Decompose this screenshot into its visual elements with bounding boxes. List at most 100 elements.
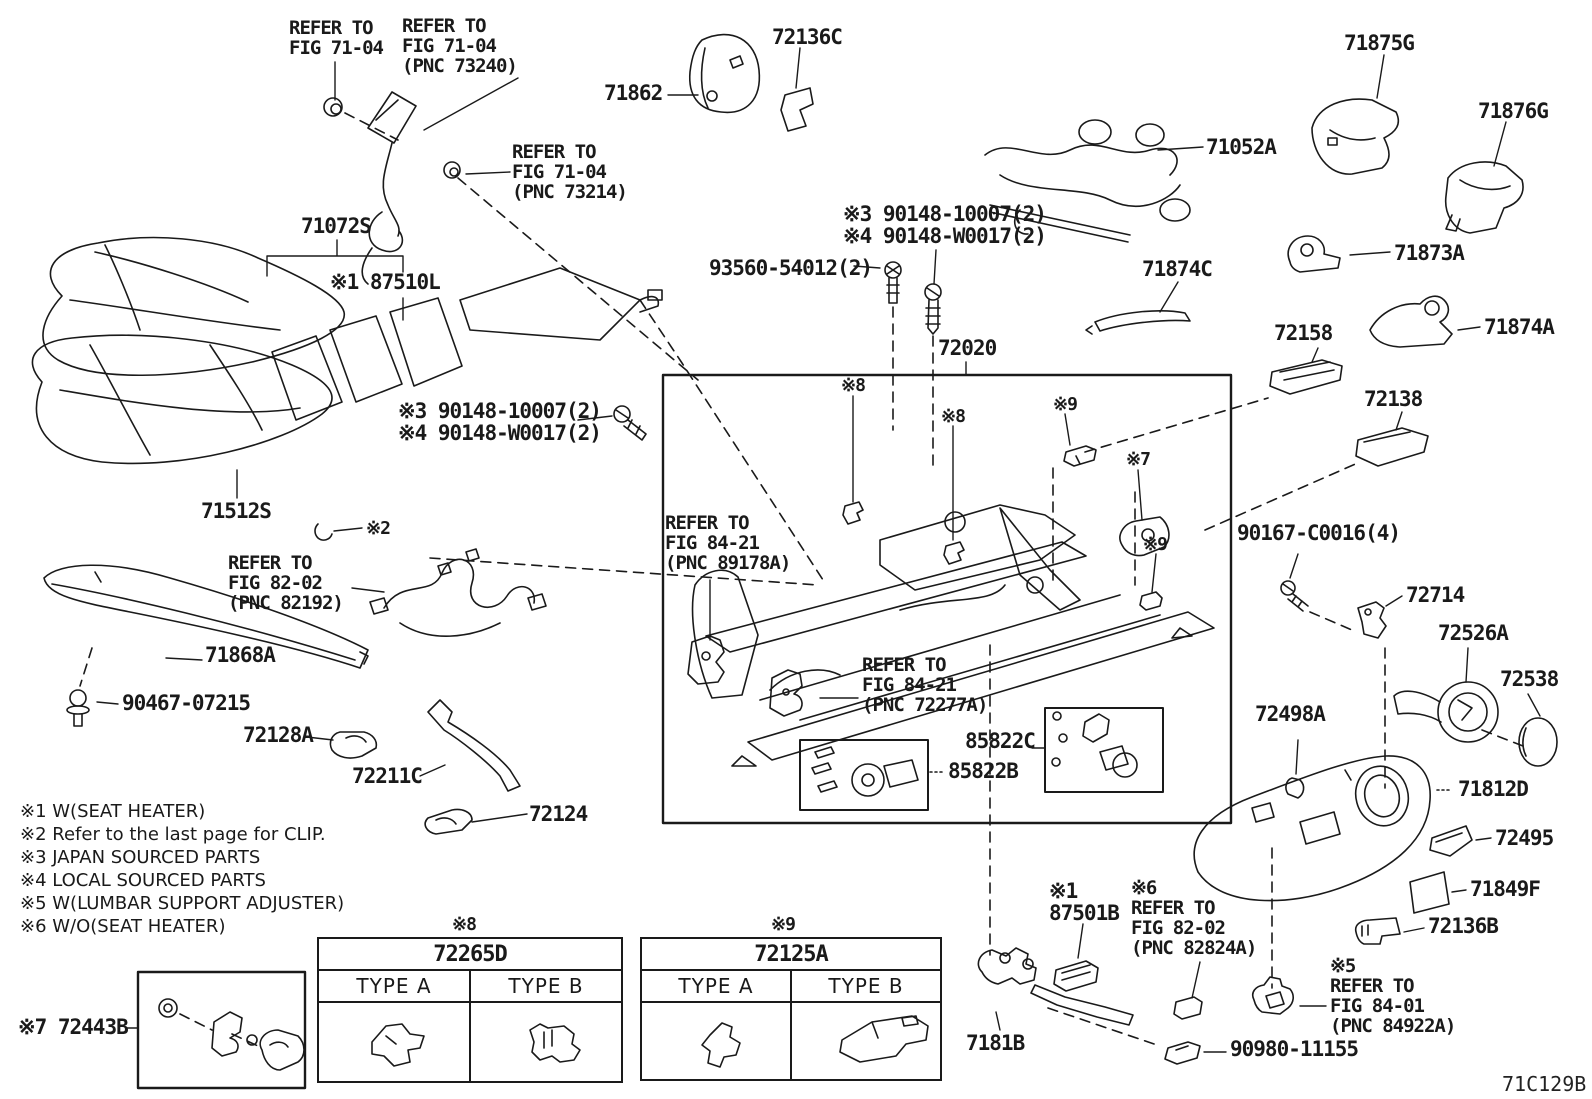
- clip-marker-7: ※7: [1126, 449, 1151, 470]
- clip-marker-8b: ※8: [941, 406, 966, 427]
- seat-adjuster-group-box: [661, 373, 1233, 825]
- legend: ※1 W(SEAT HEATER) ※2 Refer to the last p…: [20, 800, 344, 938]
- legend-line-1: ※1 W(SEAT HEATER): [20, 801, 206, 822]
- part-label-72498a: 72498A: [1255, 702, 1326, 726]
- clip-82824a-illustration: [1173, 996, 1203, 1020]
- refer-note-fig84-21-pnc72277a: REFER TO FIG 84-21 (PNC 72277A): [862, 654, 988, 716]
- part-label-71875g: 71875G: [1344, 31, 1415, 55]
- part-label-71862: 71862: [604, 81, 663, 105]
- table-72265d-cell-type-b: [471, 1003, 621, 1081]
- cover-71875g-illustration: [1311, 98, 1400, 175]
- bracket-71874a-illustration: [1369, 295, 1453, 348]
- refer-note-fig84-21-pnc89178a: REFER TO FIG 84-21 (PNC 89178A): [665, 512, 791, 574]
- part-label-72124: 72124: [529, 802, 588, 826]
- part-label-72020: 72020: [938, 336, 997, 360]
- part-label-71874c: 71874C: [1142, 257, 1213, 281]
- part-label-93560: 93560-54012(2): [709, 256, 873, 280]
- part-label-72136c: 72136C: [772, 25, 843, 49]
- part-label-72526a: 72526A: [1438, 621, 1509, 645]
- refer-note-fig82-02-pnc82192: REFER TO FIG 82-02 (PNC 82192): [228, 552, 344, 614]
- drawing-code: 71C129B: [1502, 1072, 1587, 1096]
- refer-note-fig82-02-pnc82824a: ※6 REFER TO FIG 82-02 (PNC 82824A): [1131, 877, 1257, 959]
- motor-85822c-box: [1044, 707, 1164, 793]
- legend-line-3: ※3 JAPAN SOURCED PARTS: [20, 847, 261, 868]
- rail-cover-72158-illustration: [1269, 359, 1343, 395]
- seat-cushion-cover-illustration: [42, 236, 345, 377]
- part-label-87501b: ※1 87501B: [1049, 879, 1120, 925]
- dotted-leader-lines: [929, 771, 1453, 791]
- part-label-72136b: 72136B: [1428, 914, 1499, 938]
- part-label-72714: 72714: [1406, 583, 1465, 607]
- screw-90167-icon: [1280, 580, 1309, 612]
- hook-72498a-illustration: [1285, 777, 1305, 799]
- grommet-icons: [314, 97, 461, 541]
- part-label-72495: 72495: [1495, 826, 1554, 850]
- clip-table-72265d: 72265D TYPE A TYPE B: [317, 937, 623, 1083]
- clip-icon: [314, 523, 333, 541]
- rod-72211c-illustration: [427, 699, 521, 792]
- part-label-72538: 72538: [1500, 667, 1559, 691]
- table-72125a-col-type-a: TYPE A: [642, 971, 792, 1001]
- screw-90148-mid-icon: [613, 405, 647, 441]
- part-label-71876g: 71876G: [1478, 99, 1549, 123]
- trim-71874c-illustration: [1085, 310, 1191, 335]
- legend-line-2: ※2 Refer to the last page for CLIP.: [20, 824, 326, 845]
- table-72265d-col-type-b: TYPE B: [508, 974, 584, 998]
- part-label-90167: 90167-C0016(4): [1237, 521, 1401, 545]
- part-label-90148-screws-mid: ※3 90148-10007(2) ※4 90148-W0017(2): [398, 399, 602, 445]
- bracket-72136b-illustration: [1354, 917, 1401, 945]
- part-label-71849f: 71849F: [1470, 877, 1541, 901]
- refer-note-fig71-04-pnc73214: REFER TO FIG 71-04 (PNC 73214): [512, 141, 628, 203]
- seat-heater-mat-illustration: [271, 267, 663, 421]
- part-label-90148-screws-top: ※3 90148-10007(2) ※4 90148-W0017(2): [843, 202, 1047, 248]
- clip-marker-9a: ※9: [1053, 394, 1078, 415]
- part-label-72128a: 72128A: [243, 723, 314, 747]
- clip-marker-8a: ※8: [841, 375, 866, 396]
- part-label-85822b: 85822B: [948, 759, 1019, 783]
- part-label-71072s: 71072S: [301, 214, 372, 238]
- refer-note-fig71-04-pnc73240: REFER TO FIG 71-04 (PNC 73240): [402, 15, 518, 77]
- table-72125a-cell-type-a: [642, 1003, 792, 1079]
- part-label-7181b: 7181B: [966, 1031, 1025, 1055]
- part-label-72138: 72138: [1364, 387, 1423, 411]
- part-label-71868a: 71868A: [205, 643, 276, 667]
- part-label-90467: 90467-07215: [122, 691, 251, 715]
- seat-wire-71052a-illustration: [984, 119, 1191, 243]
- table-72265d-part-number: 72265D: [319, 939, 621, 971]
- recliner-handle-72526a-illustration: [1393, 681, 1499, 743]
- part-label-87510l: ※1 87510L: [330, 270, 441, 294]
- part-label-72211c: 72211C: [352, 764, 423, 788]
- table-72265d-col-type-a: TYPE A: [319, 971, 471, 1001]
- dashed-assembly-lines: [79, 112, 1529, 1047]
- refer-note-fig84-01-pnc84922a: ※5 REFER TO FIG 84-01 (PNC 84922A): [1330, 955, 1456, 1037]
- part-label-72443b: ※7 72443B: [18, 1015, 129, 1039]
- table-72125a-col-type-b: TYPE B: [828, 974, 904, 998]
- seat-cushion-pad-illustration: [31, 334, 333, 465]
- switch-84922a-illustration: [1251, 976, 1294, 1015]
- connector-87501b-illustration: [1053, 960, 1099, 992]
- recliner-72443b-illustration: [158, 998, 305, 1071]
- bracket-72277a-illustration: [769, 669, 803, 717]
- clip-marker-2: ※2: [366, 518, 391, 539]
- bracket-89178a-illustration: [687, 635, 725, 685]
- part-label-72158: 72158: [1274, 321, 1333, 345]
- part-label-71052a: 71052A: [1206, 135, 1277, 159]
- wire-harness-82192-illustration: [369, 548, 547, 637]
- legend-line-6: ※6 W/O(SEAT HEATER): [20, 916, 226, 937]
- table-72265d-cell-type-a: [319, 1003, 471, 1081]
- clip-72124-illustration: [424, 808, 473, 835]
- legend-line-4: ※4 LOCAL SOURCED PARTS: [20, 870, 266, 891]
- table-72125a-marker: ※9: [771, 914, 796, 935]
- motor-85822b-illustration: [811, 746, 919, 797]
- seat-belt-buckle-illustration: [361, 91, 417, 285]
- clip-72128a-illustration: [329, 731, 378, 759]
- table-72265d-marker: ※8: [452, 914, 477, 935]
- screw-90148-top-icon: [924, 283, 942, 335]
- part-72443b-box: [136, 970, 307, 1090]
- bracket-72714-illustration: [1357, 601, 1387, 639]
- cover-71876g-illustration: [1444, 161, 1524, 234]
- table-72125a-part-number: 72125A: [642, 939, 940, 971]
- clip-table-72125a: 72125A TYPE A TYPE B: [640, 937, 942, 1081]
